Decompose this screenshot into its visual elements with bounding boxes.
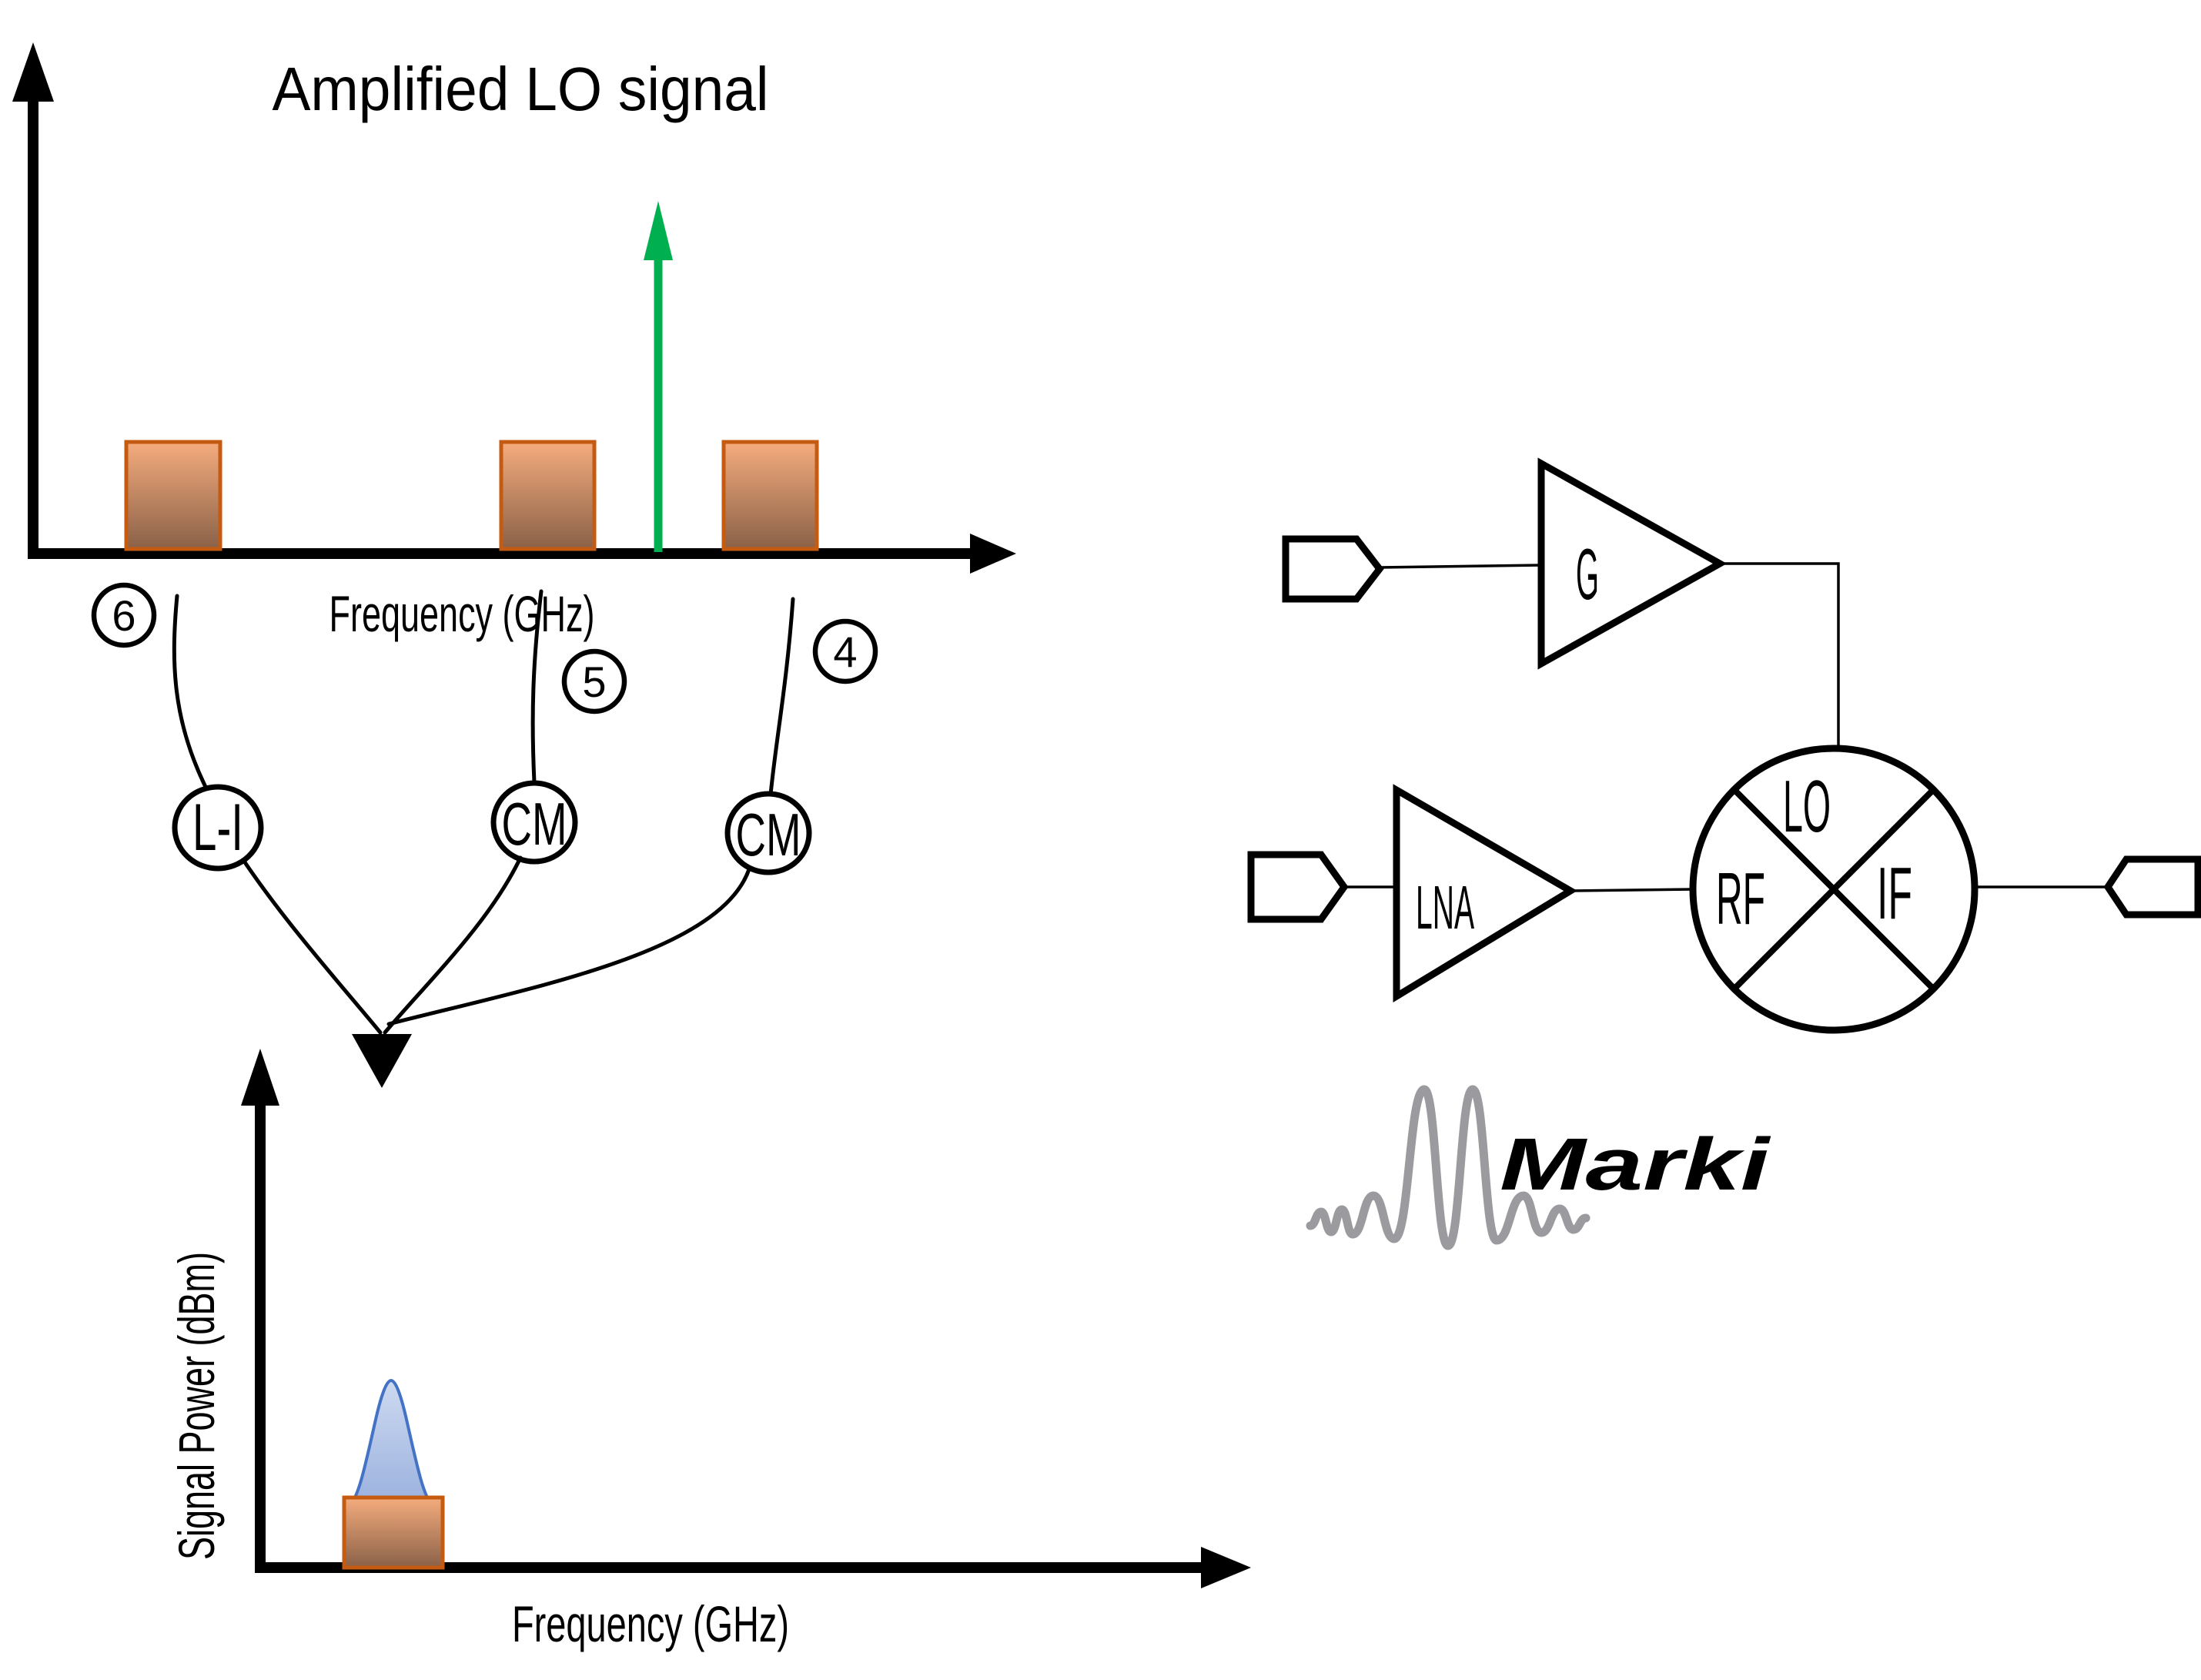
mixer-lo-port-label: LO (1783, 765, 1831, 848)
cm2-node-circle (724, 791, 812, 875)
bottom-x-axis-arrowhead (1201, 1547, 1251, 1588)
mixer-if-port-label: IF (1877, 852, 1912, 935)
spur-bar-2 (499, 440, 597, 551)
top-x-axis-label: Frequency (GHz) (329, 585, 595, 642)
mixer-rf-port-label: RF (1716, 858, 1765, 940)
bottom-x-axis-label: Frequency (GHz) (512, 1595, 789, 1652)
top-spectrum-chart: Amplified LO signal Frequency (GHz) (12, 42, 1016, 642)
leader-line-5 (530, 589, 544, 785)
callout-4-number: 4 (833, 627, 857, 676)
lna-amplifier-triangle (1393, 784, 1577, 1002)
converge-curve-cm1 (383, 855, 523, 1035)
leader-line-6 (172, 594, 209, 791)
cm2-node-label: CM (736, 801, 801, 868)
if-output-port (2103, 855, 2201, 919)
top-y-axis-arrowhead (12, 42, 54, 102)
li-node-circle (172, 784, 264, 872)
cm1-node-label: CM (502, 790, 567, 858)
converge-curve-cm2 (386, 867, 751, 1026)
mixer-cross-diagonal-2 (1732, 788, 1935, 991)
bottom-y-axis-arrowhead (241, 1049, 279, 1106)
receiver-schematic: G LNA LO RF IF (1247, 457, 2201, 1034)
converge-arrowhead (352, 1034, 412, 1088)
li-node-label: L-I (192, 791, 243, 865)
callout-5-number: 5 (582, 658, 606, 706)
lna-to-mixer-rf-wire (1570, 888, 1694, 892)
spur-bar-1 (124, 440, 222, 551)
marki-waveform-icon (1306, 1085, 1591, 1250)
g-amplifier-label: G (1576, 534, 1599, 614)
leader-line-4 (768, 597, 795, 797)
marki-logo: Marki (1306, 1085, 1771, 1250)
lo-port-to-amp-wire (1379, 564, 1542, 569)
cm1-node-circle (490, 780, 578, 865)
g-amplifier-triangle (1537, 457, 1728, 670)
marki-logo-text: Marki (1500, 1123, 1771, 1206)
callout-6-number: 6 (112, 591, 135, 640)
lna-amplifier-label: LNA (1416, 873, 1474, 942)
callout-6-circle (91, 582, 157, 648)
converge-curve-li (241, 858, 383, 1035)
callout-4-circle (812, 618, 878, 684)
bottom-y-axis-label: Signal Power (dBm) (168, 1252, 225, 1560)
top-x-axis-arrowhead (970, 534, 1016, 574)
top-chart-title: Amplified LO signal (273, 55, 769, 123)
bottom-spectrum-chart: Signal Power (dBm) Frequency (GHz) (168, 1049, 1251, 1652)
spur-bar-3 (721, 440, 819, 551)
amp-to-mixer-lo-wire (1720, 562, 1840, 758)
signal-bell-curve (346, 1378, 436, 1508)
lo-spike-arrowhead (644, 201, 673, 260)
bottom-spur-bar (342, 1495, 445, 1570)
lo-input-port (1282, 535, 1384, 603)
spur-callouts: 6 5 4 L-I CM CM (91, 582, 878, 1088)
callout-5-circle (561, 648, 627, 715)
rf-input-port (1247, 851, 1349, 923)
